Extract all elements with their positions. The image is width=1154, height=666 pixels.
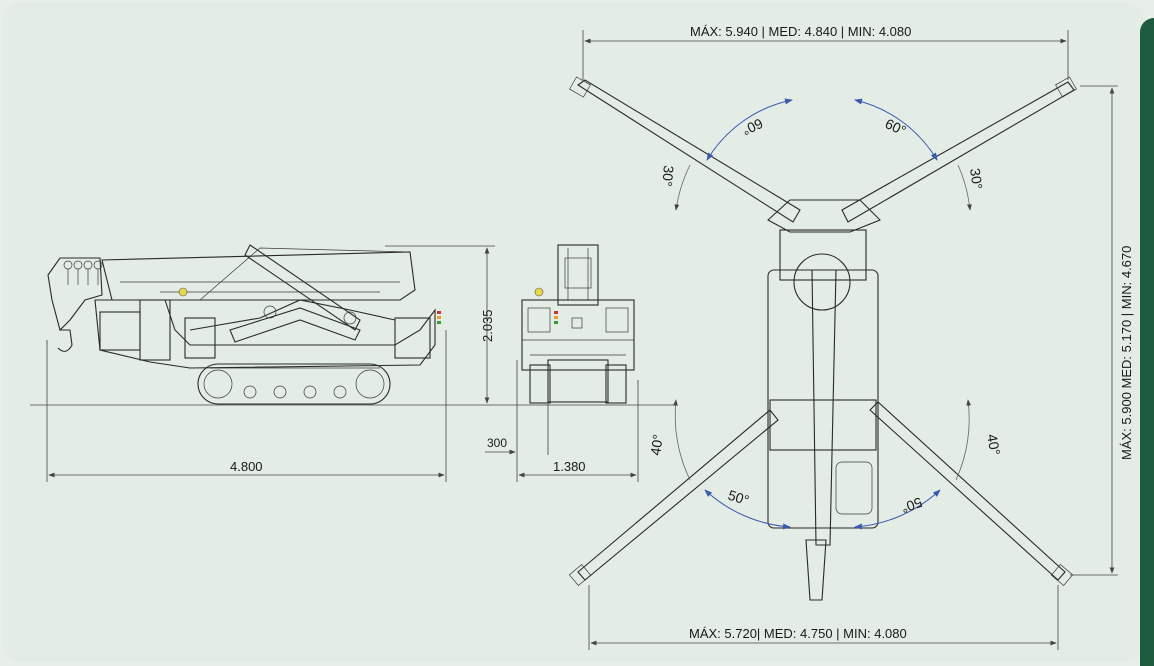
angle-top-right-outer: 30° [967,167,986,190]
top-body [767,269,879,529]
top-span-label: MÁX: 5.940 | MED: 4.840 | MIN: 4.080 [690,24,911,39]
hook [57,329,73,352]
outrigger-bottom-right [869,401,1066,581]
crane-body [94,299,436,369]
arc-top-right [854,98,938,161]
front-beacon-icon [534,287,544,297]
clearance-label: 300 [487,436,507,450]
front-mast [557,244,599,306]
beacon-icon [178,287,188,297]
outrigger-top-right [841,81,1075,223]
bottom-span-label: MÁX: 5.720| MED: 4.750 | MIN: 4.080 [689,626,907,641]
arc-bottom-left [704,489,791,530]
arc-bottom-right [854,489,941,530]
length-label: 4.800 [230,459,263,474]
top-view: MÁX: 5.940 | MED: 4.840 | MIN: 4.080 MÁX… [568,24,1134,650]
angle-bottom-right-outer: 40° [984,433,1003,457]
crawler-track [197,363,391,405]
accent-edge [1140,18,1154,666]
arc-top-left [706,98,793,161]
angle-top-left-outer: 30° [659,165,677,187]
angle-bottom-left-inner: 50° [726,487,751,509]
side-span-label: MÁX: 5.900 MED: 5.170 | MIN: 4.670 [1119,246,1134,460]
angle-top-left: 60° [740,115,766,138]
top-boom [811,269,837,546]
height-label: 2.035 [480,309,495,342]
angle-bottom-right-inner: 50° [899,494,924,516]
angle-bottom-left-outer: 40° [647,433,666,456]
front-tracks [547,359,609,403]
boom-tip [47,257,103,332]
width-label: 1.380 [553,459,586,474]
slew-ring [793,253,851,311]
front-view: 1.380 300 [485,244,639,482]
angle-top-right: 60° [883,115,909,138]
boom-housing [101,251,416,301]
side-view: 2.035 4.800 [30,244,675,482]
outrigger-top-left [577,79,801,223]
front-body [521,299,635,371]
drawing-panel [3,2,1145,662]
